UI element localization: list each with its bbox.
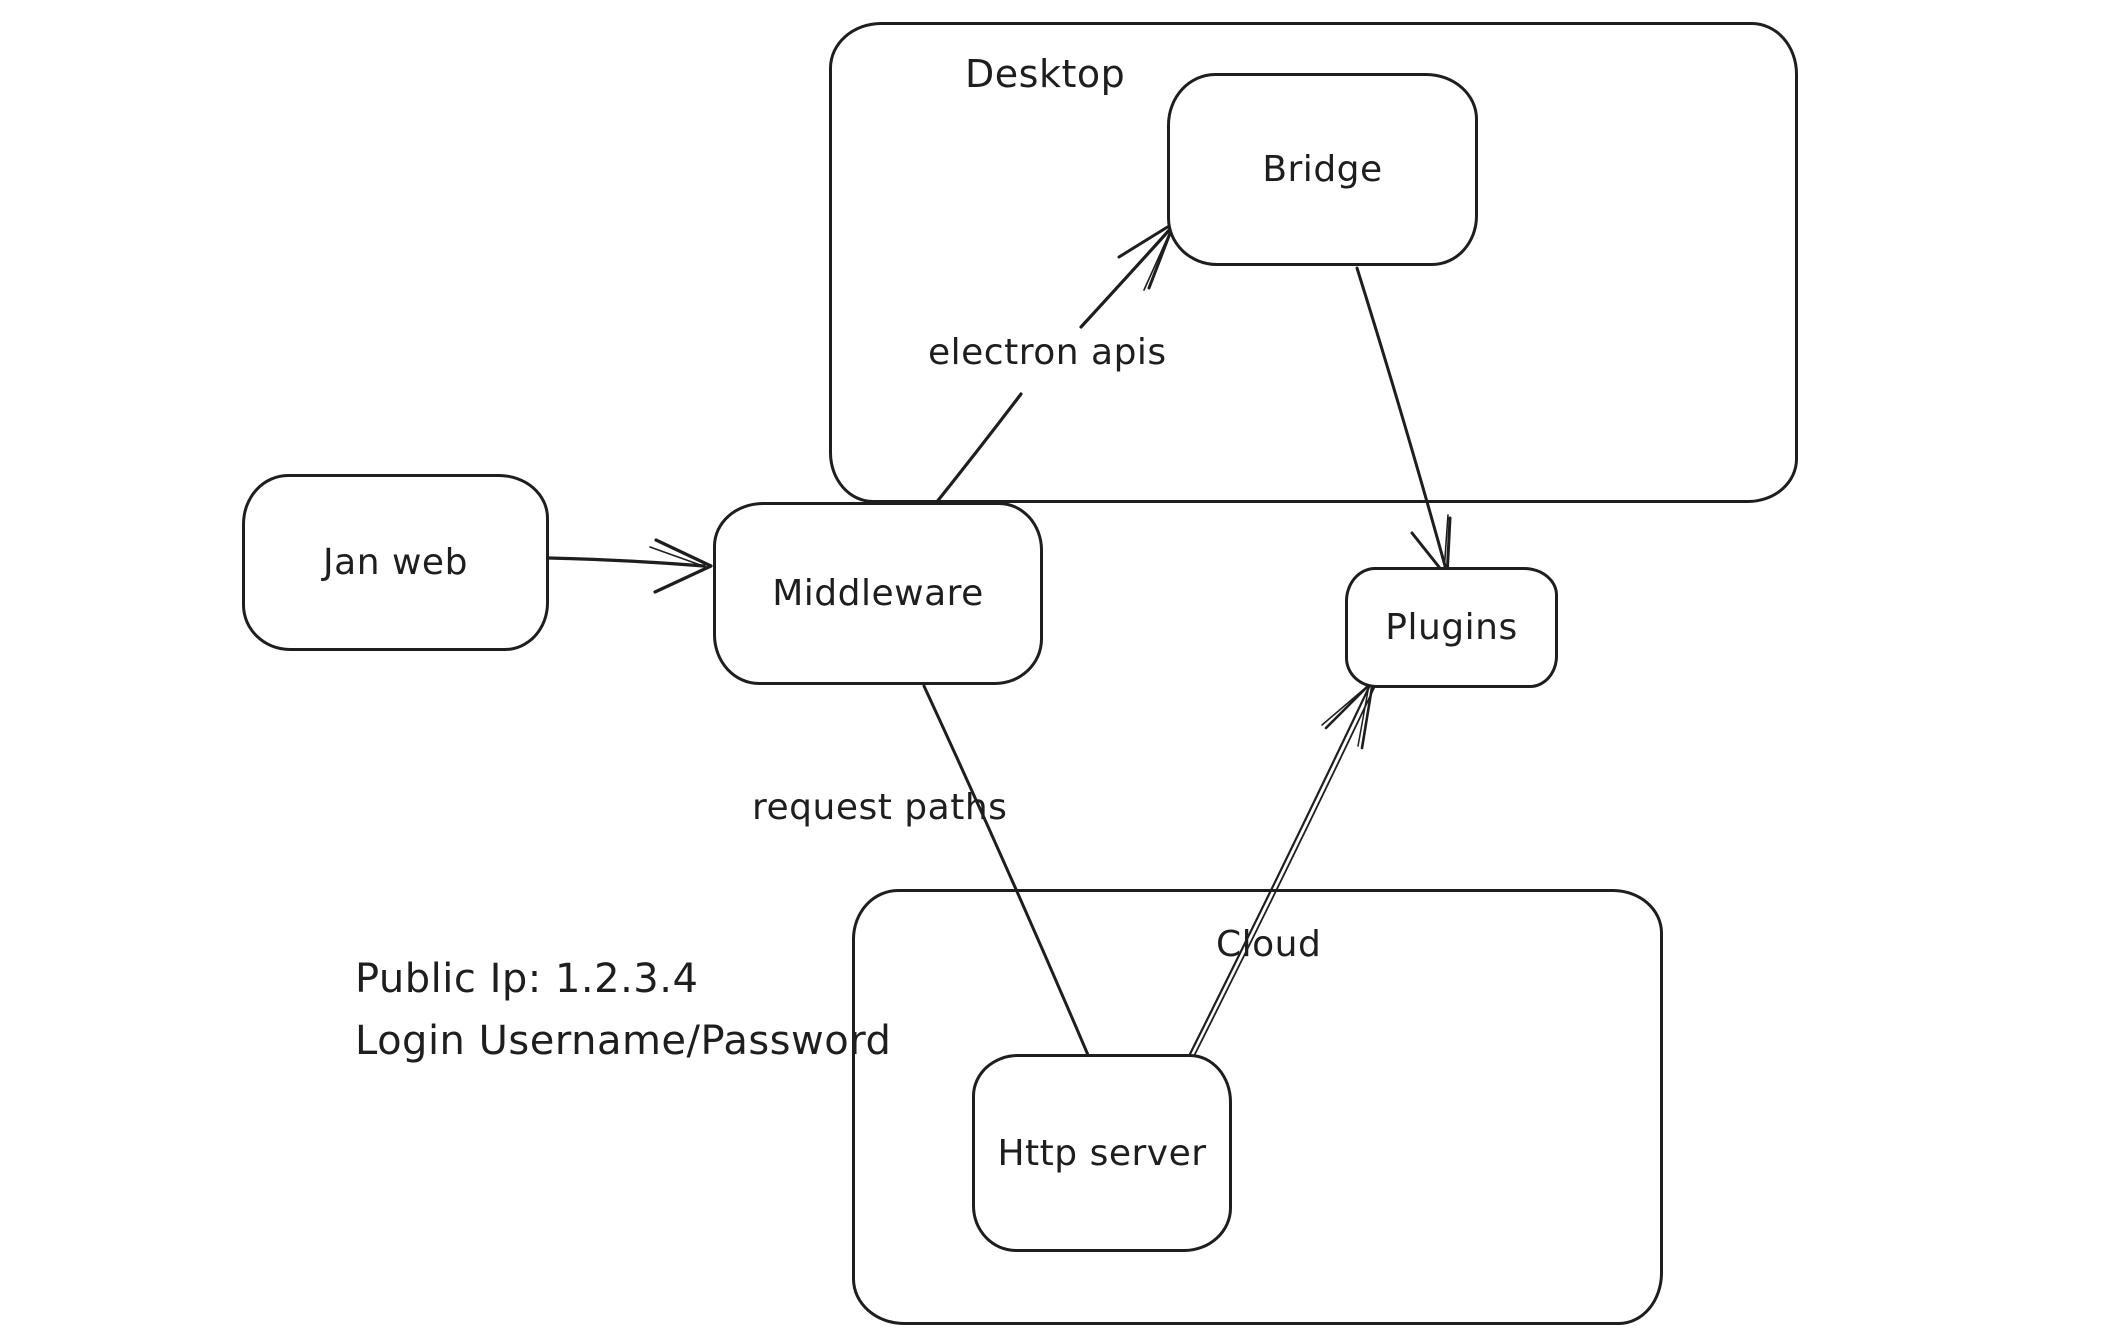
bridge-label: Bridge <box>1262 149 1383 190</box>
node-plugins[interactable]: Plugins <box>1345 567 1558 688</box>
public-ip-note: Public Ip: 1.2.3.4 <box>355 956 699 1002</box>
arrow-janweb-to-middleware[interactable] <box>547 538 713 594</box>
login-note: Login Username/Password <box>355 1018 892 1064</box>
desktop-container-label[interactable]: Desktop <box>965 52 1126 96</box>
node-middleware[interactable]: Middleware <box>713 502 1043 685</box>
middleware-label: Middleware <box>772 573 984 614</box>
cloud-container[interactable] <box>852 889 1663 1325</box>
cloud-container-label[interactable]: Cloud <box>1216 924 1322 965</box>
node-bridge[interactable]: Bridge <box>1167 73 1478 266</box>
desktop-container[interactable] <box>829 22 1798 503</box>
edge-label-electron-apis[interactable]: electron apis <box>928 332 1167 373</box>
http-server-label: Http server <box>997 1132 1207 1174</box>
plugins-label: Plugins <box>1385 607 1518 648</box>
cloud-access-notes[interactable]: Public Ip: 1.2.3.4 Login Username/Passwo… <box>355 948 891 1072</box>
jan-web-label: Jan web <box>323 542 468 583</box>
node-http-server[interactable]: Http server <box>972 1054 1232 1252</box>
edge-label-request-paths[interactable]: request paths <box>752 787 1008 828</box>
node-jan-web[interactable]: Jan web <box>242 474 549 651</box>
